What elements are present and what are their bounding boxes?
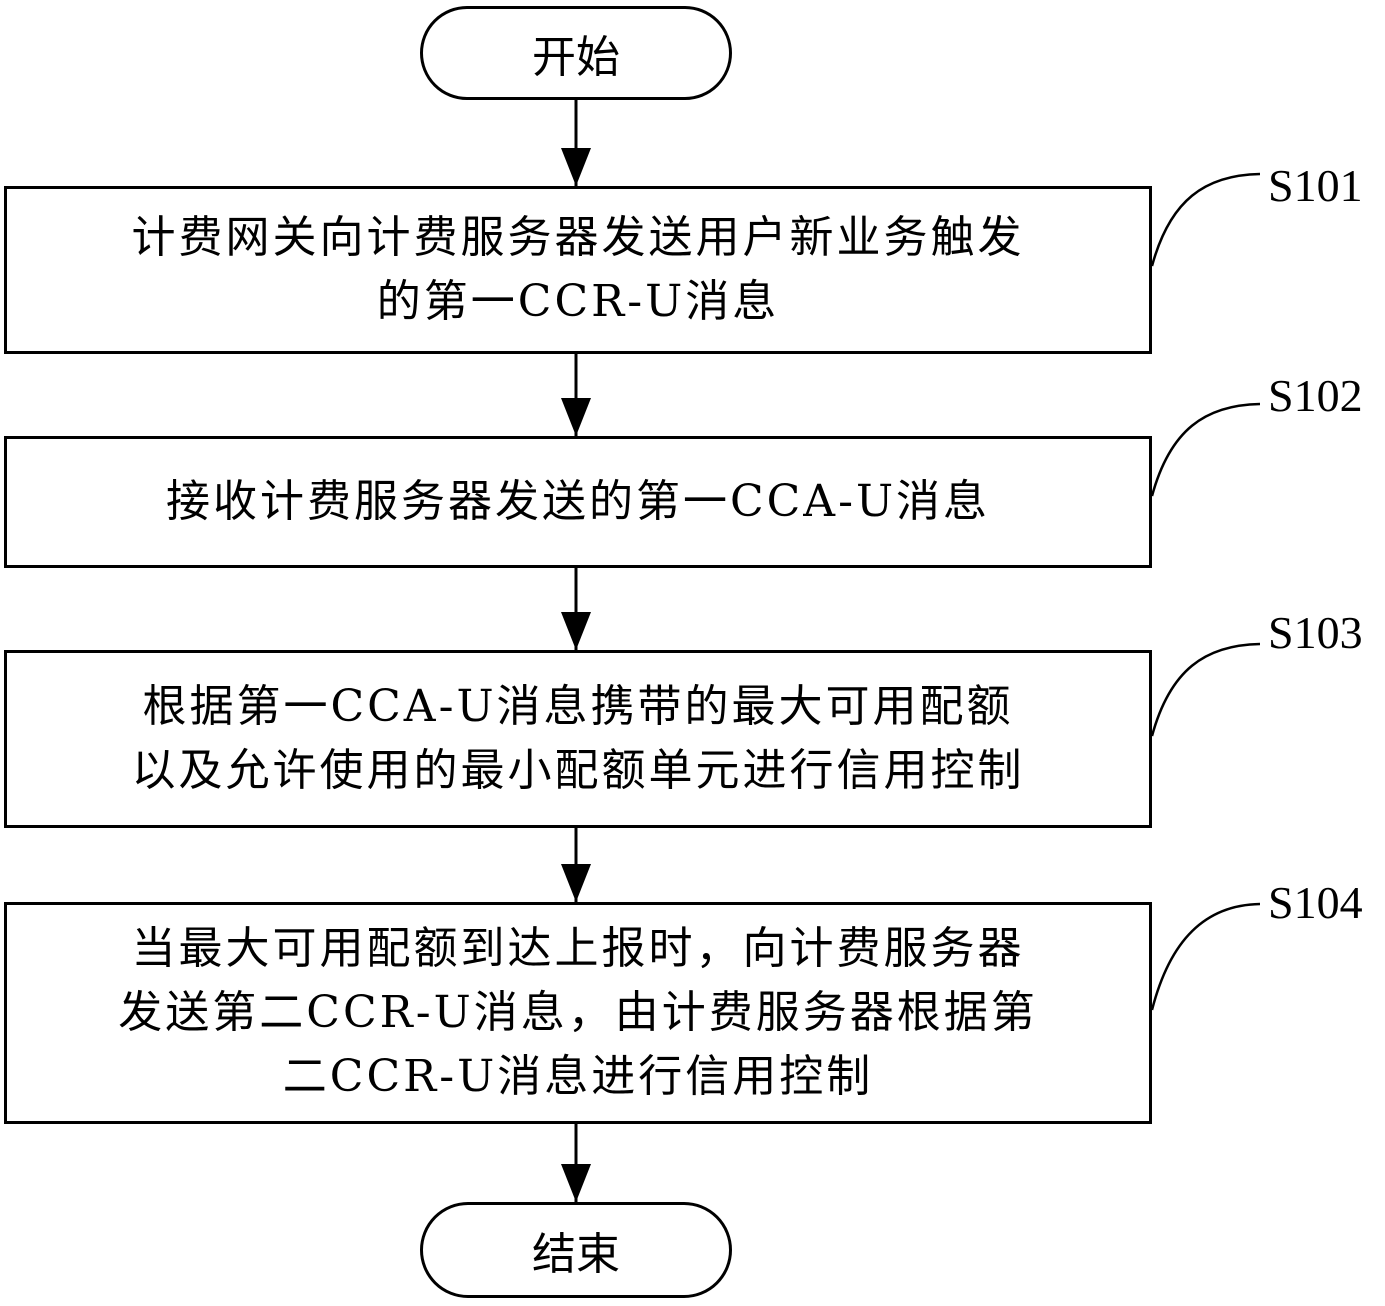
leader-s103 (1152, 644, 1260, 736)
step-s102-id: S102 (1268, 373, 1363, 419)
step-s103-line-1: 根据第一CCA-U消息携带的最大可用配额 (7, 675, 1149, 739)
arrowhead-s101 (561, 148, 591, 186)
end-terminal: 结束 (420, 1202, 732, 1298)
step-s104-line-3: 二CCR-U消息进行信用控制 (7, 1045, 1149, 1109)
step-s104-line-1: 当最大可用配额到达上报时，向计费服务器 (7, 917, 1149, 981)
start-terminal: 开始 (420, 6, 732, 100)
arrowhead-s103 (561, 612, 591, 650)
step-s103-line-2: 以及允许使用的最小配额单元进行信用控制 (7, 739, 1149, 803)
step-s104-id: S104 (1268, 880, 1363, 926)
leader-s101 (1152, 174, 1260, 266)
leader-s102 (1152, 404, 1260, 496)
step-s101-line-1: 计费网关向计费服务器发送用户新业务触发 (7, 206, 1149, 270)
leader-s104 (1152, 904, 1260, 1010)
arrowhead-s104 (561, 864, 591, 902)
step-s103-id: S103 (1268, 610, 1363, 656)
step-s101-box: 计费网关向计费服务器发送用户新业务触发 的第一CCR-U消息 (4, 186, 1152, 354)
step-s102-box: 接收计费服务器发送的第一CCA-U消息 (4, 436, 1152, 568)
start-label: 开始 (532, 21, 620, 85)
step-s104-box: 当最大可用配额到达上报时，向计费服务器 发送第二CCR-U消息，由计费服务器根据… (4, 902, 1152, 1124)
step-s104-line-2: 发送第二CCR-U消息，由计费服务器根据第 (7, 981, 1149, 1045)
step-s103-box: 根据第一CCA-U消息携带的最大可用配额 以及允许使用的最小配额单元进行信用控制 (4, 650, 1152, 828)
end-label: 结束 (532, 1218, 620, 1282)
arrowhead-end (561, 1164, 591, 1202)
arrowhead-s102 (561, 398, 591, 436)
step-s102-line-1: 接收计费服务器发送的第一CCA-U消息 (7, 470, 1149, 534)
step-s101-id: S101 (1268, 163, 1363, 209)
step-s101-line-2: 的第一CCR-U消息 (7, 270, 1149, 334)
